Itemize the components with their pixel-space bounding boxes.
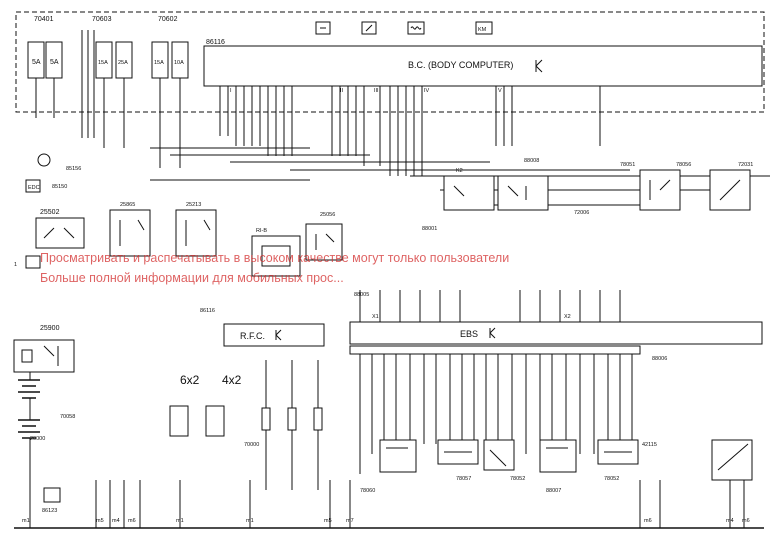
- component-code: 78052: [604, 476, 619, 482]
- km-icon: KM: [478, 27, 487, 33]
- svg-text:RI-B: RI-B: [256, 228, 267, 234]
- component-code: 86123: [42, 508, 57, 514]
- component-code: 78051: [620, 162, 635, 168]
- relay-52502: 25502: [35, 209, 85, 249]
- svg-text:EDC: EDC: [28, 185, 40, 191]
- component-code: 78057: [456, 476, 471, 482]
- warning-lamp-icons: KM: [315, 21, 493, 35]
- body-computer-box: [203, 45, 763, 87]
- component-code: 88001: [422, 226, 437, 232]
- connector-x2: X2: [564, 314, 571, 320]
- watermark-line-1: Просматривать и распечатывать в высоком …: [40, 251, 509, 265]
- rfc-title: R.F.C.: [240, 331, 265, 341]
- ebs-title: EBS: [460, 329, 478, 339]
- warning-indicator-lamp: 1: [14, 255, 41, 269]
- fuse-block-70602: 15A 10A: [151, 41, 189, 79]
- ground-label: m6: [742, 518, 750, 524]
- ground-label: m4: [726, 518, 734, 524]
- axle-config-6x2: 6x2: [180, 373, 200, 387]
- fuse-86123: 86123: [42, 487, 61, 514]
- ground-drops: [29, 480, 745, 528]
- switch-6x2: [169, 405, 189, 437]
- component-code: 85150: [52, 184, 67, 190]
- ground-label: m5: [324, 518, 332, 524]
- resistor-bank: [261, 360, 323, 490]
- relay-code: 25056: [320, 212, 335, 218]
- connector-x1: X1: [372, 314, 379, 320]
- fuse-rating: 10A: [174, 60, 184, 66]
- ecu-symbol-icon: [489, 327, 496, 339]
- sensor-boxes-right: 78051 78056 72031: [620, 162, 753, 211]
- relay-code: 25900: [40, 325, 60, 332]
- component-code: 70058: [60, 414, 75, 420]
- rfc-box: [223, 323, 325, 347]
- ignition-switch: EDC 85150 85156: [25, 153, 81, 193]
- relay-25900: 25900: [13, 325, 75, 373]
- component-code: 72031: [738, 162, 753, 168]
- fuse-rating: 5A: [32, 59, 41, 66]
- axle-config-4x2: 4x2: [222, 373, 242, 387]
- ebs-wires: [359, 290, 633, 474]
- fuse-group-code: 70401: [34, 16, 54, 23]
- component-code: 78056: [676, 162, 691, 168]
- watermark-line-2: Больше полной информации для мобильных п…: [40, 271, 344, 285]
- ebs-connector-strip: [349, 345, 641, 355]
- component-code: 42115: [642, 442, 657, 448]
- component-code: 72006: [574, 210, 589, 216]
- connector-pin: IV: [424, 88, 430, 94]
- svg-text:1: 1: [14, 262, 17, 268]
- component-code: 78052: [510, 476, 525, 482]
- ground-label: m1: [176, 518, 184, 524]
- fuse-group-code: 70603: [92, 16, 112, 23]
- fuse-group-code: 70602: [158, 16, 178, 23]
- svg-text:K2: K2: [456, 168, 463, 174]
- component-code: 88008: [524, 158, 539, 164]
- relay-code: 25213: [186, 202, 201, 208]
- component-code: 70000: [244, 442, 259, 448]
- ground-label: m6: [644, 518, 652, 524]
- ecu-symbol-icon: [275, 329, 282, 341]
- ground-label: m1: [22, 518, 30, 524]
- ebs-box: [349, 321, 763, 345]
- fuse-block-70603: 15A 25A: [95, 41, 133, 79]
- relay-panel-86117: RI-B: [251, 228, 301, 277]
- component-code: 85156: [66, 166, 81, 172]
- connector-pin: III: [374, 88, 379, 94]
- battery: 20000: [18, 372, 45, 508]
- connector-pin: I: [230, 88, 232, 94]
- component-code: 88007: [546, 488, 561, 494]
- body-computer-code: 86116: [206, 39, 225, 46]
- component-code: 78060: [360, 488, 375, 494]
- ecu-symbol-icon: [535, 59, 543, 73]
- fuse-block-70401: 5A 5A: [27, 41, 63, 79]
- component-code: 88006: [652, 356, 667, 362]
- relay-25865: 25865: [109, 202, 151, 257]
- modulator-boxes-top: K2: [443, 168, 549, 211]
- fuse-rating: 5A: [50, 59, 59, 66]
- component-code: 20000: [30, 436, 45, 442]
- ebs-code: 88005: [354, 292, 369, 298]
- fuse-rating: 25A: [118, 60, 128, 66]
- ground-label: m1: [246, 518, 254, 524]
- fuse-rating: 15A: [154, 60, 164, 66]
- switch-4x2: [205, 405, 225, 437]
- relay-25056: 25056: [305, 212, 343, 261]
- ground-label: m6: [128, 518, 136, 524]
- relay-code: 25865: [120, 202, 135, 208]
- lower-valves: [379, 439, 753, 481]
- ground-label: m5: [96, 518, 104, 524]
- relay-code: 25502: [40, 209, 60, 216]
- fuse-rating: 15A: [98, 60, 108, 66]
- connector-pin: II: [340, 88, 344, 94]
- body-computer-title: B.C. (BODY COMPUTER): [408, 60, 513, 70]
- rfc-code: 86116: [200, 308, 215, 314]
- connector-pin: V: [498, 88, 502, 94]
- ground-label: m4: [112, 518, 120, 524]
- relay-25213: 25213: [175, 202, 217, 257]
- ground-label: m7: [346, 518, 354, 524]
